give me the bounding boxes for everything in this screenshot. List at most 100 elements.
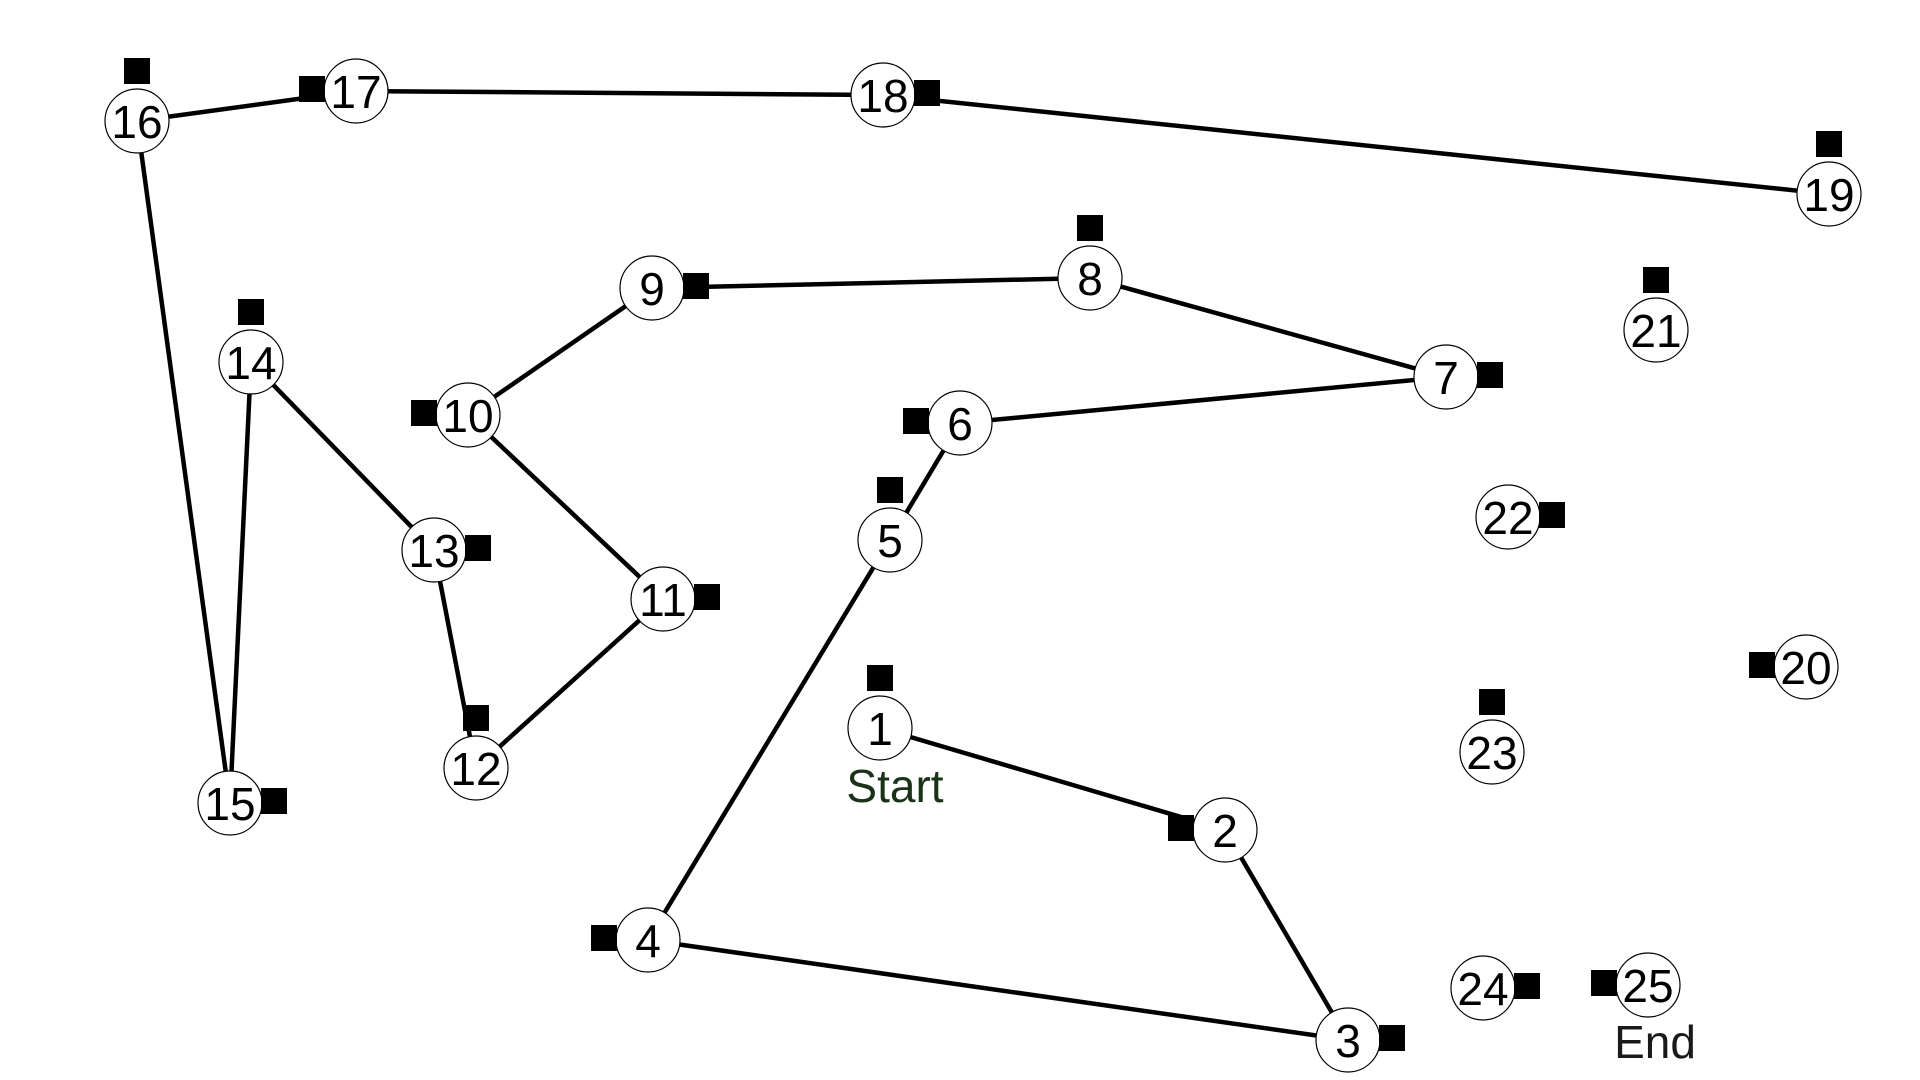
node-label: 6 (947, 398, 973, 450)
edge-18-19 (880, 92, 1832, 197)
node-17: 17 (323, 58, 389, 124)
node-22: 22 (1475, 484, 1541, 550)
node-2: 2 (1192, 797, 1258, 863)
end-label: End (1614, 1016, 1696, 1068)
node-23: 23 (1459, 719, 1525, 785)
edge-14-15 (227, 359, 254, 806)
marker-square-3 (1379, 1025, 1405, 1051)
edge-12-13 (431, 547, 479, 771)
node-label: 22 (1482, 492, 1533, 544)
edge-13-14 (248, 359, 437, 553)
node-15: 15 (197, 770, 263, 836)
node-label: 10 (442, 390, 493, 442)
node-21: 21 (1623, 297, 1689, 363)
edge-4-5 (645, 537, 893, 943)
marker-square-12 (463, 705, 489, 731)
node-label: 1 (867, 703, 893, 755)
node-label: 14 (225, 337, 276, 389)
node-5: 5 (857, 507, 923, 573)
node-12: 12 (443, 735, 509, 801)
path-lines (134, 88, 1832, 1043)
node-16: 16 (104, 88, 170, 154)
marker-square-10 (411, 400, 437, 426)
node-label: 2 (1212, 805, 1238, 857)
marker-square-19 (1816, 131, 1842, 157)
edge-11-12 (473, 596, 666, 771)
node-label: 18 (857, 70, 908, 122)
node-label: 8 (1077, 253, 1103, 305)
node-circle (104, 88, 170, 154)
node-13: 13 (401, 517, 467, 583)
marker-square-5 (877, 477, 903, 503)
node-markers (124, 58, 1842, 1051)
marker-square-24 (1514, 973, 1540, 999)
node-circle (1057, 245, 1123, 311)
node-circle (218, 329, 284, 395)
node-label: 23 (1466, 727, 1517, 779)
marker-square-22 (1539, 502, 1565, 528)
node-circle (847, 695, 913, 761)
edge-6-7 (957, 374, 1449, 426)
marker-square-2 (1168, 815, 1194, 841)
node-label: 12 (450, 743, 501, 795)
marker-square-4 (591, 925, 617, 951)
marker-square-18 (914, 80, 940, 106)
marker-square-1 (867, 665, 893, 691)
edge-9-10 (465, 285, 655, 418)
node-20: 20 (1773, 634, 1839, 700)
marker-square-15 (261, 788, 287, 814)
node-7: 7 (1413, 344, 1479, 410)
marker-square-25 (1591, 970, 1617, 996)
marker-square-20 (1749, 652, 1775, 678)
node-10: 10 (435, 382, 501, 448)
node-label: 11 (639, 574, 687, 626)
node-label: 4 (635, 915, 661, 967)
node-label: 7 (1433, 352, 1459, 404)
node-3: 3 (1315, 1007, 1381, 1073)
node-14: 14 (218, 329, 284, 395)
node-circle (857, 507, 923, 573)
node-label: 16 (111, 96, 162, 148)
edge-8-9 (649, 275, 1093, 291)
node-circle (1459, 719, 1525, 785)
node-19: 19 (1796, 161, 1862, 227)
edge-7-8 (1087, 275, 1449, 380)
marker-square-11 (694, 584, 720, 610)
node-label: 15 (204, 778, 255, 830)
marker-square-13 (465, 535, 491, 561)
node-9: 9 (619, 255, 685, 321)
start-label: Start (846, 760, 943, 812)
marker-square-8 (1077, 215, 1103, 241)
node-circle (443, 735, 509, 801)
node-circle (1623, 297, 1689, 363)
node-1: 1 (847, 695, 913, 761)
edge-10-11 (465, 412, 666, 602)
node-label: 21 (1630, 305, 1681, 357)
node-8: 8 (1057, 245, 1123, 311)
node-label: 20 (1780, 642, 1831, 694)
marker-square-14 (238, 299, 264, 325)
edge-2-3 (1222, 827, 1351, 1043)
node-label: 9 (639, 263, 665, 315)
edge-3-4 (645, 937, 1351, 1043)
node-25: 25 (1615, 952, 1681, 1018)
marker-square-7 (1477, 362, 1503, 388)
node-24: 24 (1450, 955, 1516, 1021)
node-11: 11 (630, 566, 696, 632)
node-label: 5 (877, 515, 903, 567)
edge-17-18 (353, 88, 886, 98)
node-4: 4 (615, 907, 681, 973)
node-label: 24 (1457, 963, 1508, 1015)
marker-square-9 (683, 273, 709, 299)
node-label: 13 (408, 525, 459, 577)
node-6: 6 (927, 390, 993, 456)
marker-square-16 (124, 58, 150, 84)
node-label: 19 (1803, 169, 1854, 221)
marker-square-17 (299, 76, 325, 102)
marker-square-6 (903, 408, 929, 434)
edge-15-16 (134, 118, 233, 806)
marker-square-23 (1479, 689, 1505, 715)
node-label: 25 (1622, 960, 1673, 1012)
